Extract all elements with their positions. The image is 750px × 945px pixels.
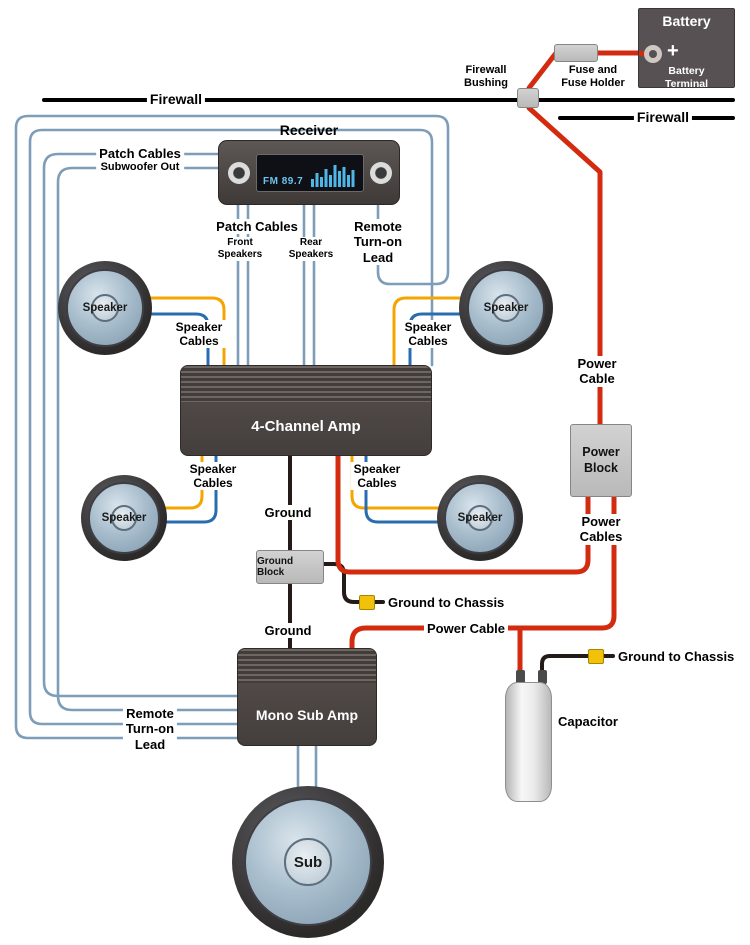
speaker-cable-blue-rear-right xyxy=(364,452,440,524)
remote-turn-on-label-bottom: Remote Turn-on Lead xyxy=(122,706,178,752)
speaker-cable-blue-rear-left xyxy=(164,452,218,524)
capacitor-cylinder xyxy=(505,682,552,802)
remote-turn-on-lead-amp xyxy=(28,128,434,726)
speaker-cables-label-rear-left: Speaker Cables xyxy=(186,462,240,491)
power-cable-block-to-amp4 xyxy=(335,449,591,575)
battery-terminal-icon xyxy=(644,45,662,63)
speaker-rear-right: Speaker xyxy=(437,475,523,561)
four-channel-amp: 4-Channel Amp xyxy=(180,365,432,456)
subwoofer-label: Sub xyxy=(293,853,323,871)
ground-to-chassis-label-right: Ground to Chassis xyxy=(618,649,735,664)
fuse-holder xyxy=(554,44,598,62)
battery-terminal-label: Battery Terminal xyxy=(665,65,708,90)
speaker-label: Speaker xyxy=(82,302,128,314)
speaker-cable-yellow-rear-right xyxy=(350,452,440,510)
battery-plus-symbol: + xyxy=(667,40,679,62)
speaker-cone xyxy=(87,481,161,555)
amp-heatsink-fins xyxy=(238,649,376,683)
radio-frequency: FM 89.7 xyxy=(263,176,304,187)
receiver-title: Receiver xyxy=(279,122,339,138)
front-speakers-label: Front Speakers xyxy=(214,237,266,261)
speaker-cables-label-rear-right: Speaker Cables xyxy=(350,462,404,491)
speaker-cone xyxy=(65,268,145,348)
capacitor-terminal-positive xyxy=(516,670,525,684)
receiver-display: FM 89.7 xyxy=(256,154,364,192)
power-block: Power Block xyxy=(570,424,632,497)
capacitor-label: Capacitor xyxy=(558,714,618,729)
ground-block: Ground Block xyxy=(256,550,324,584)
battery-title: Battery xyxy=(662,13,711,29)
patch-cables-amp-label: Patch Cables xyxy=(213,219,301,235)
spectrum-bars-icon xyxy=(311,165,355,187)
capacitor-terminal-negative xyxy=(538,670,547,684)
speaker-dust-cap xyxy=(284,838,332,886)
speaker-front-left: Speaker xyxy=(58,261,152,355)
speaker-cone xyxy=(244,798,372,926)
four-channel-amp-title: 4-Channel Amp xyxy=(251,418,361,435)
patch-cable-subwoofer-2 xyxy=(56,166,239,712)
firewall-bushing-label: Firewall Bushing xyxy=(464,64,508,89)
speaker-cable-yellow-front-right xyxy=(392,296,462,367)
speaker-dust-cap xyxy=(491,293,521,323)
power-cable-label-mid: Power Cable xyxy=(423,621,509,637)
rear-speakers-label: Rear Speakers xyxy=(285,237,337,261)
receiver-unit: FM 89.7 xyxy=(218,140,400,205)
amp-heatsink-fins xyxy=(181,366,431,402)
speaker-label: Speaker xyxy=(483,302,529,314)
power-cables-label: Power Cables xyxy=(576,514,626,545)
mono-sub-amp: Mono Sub Amp xyxy=(237,648,377,746)
speaker-label: Speaker xyxy=(457,512,503,524)
ground-to-chassis-label-mid: Ground to Chassis xyxy=(388,595,505,610)
speaker-cable-yellow-rear-left xyxy=(164,452,204,510)
speaker-cable-yellow-front-left xyxy=(148,296,226,367)
patch-cables-subwoofer-label: Patch Cables Subwoofer Out xyxy=(96,146,184,175)
ground-label-lower: Ground xyxy=(261,623,315,639)
subwoofer: Sub xyxy=(232,786,384,938)
firewall-label-right: Firewall xyxy=(633,109,693,126)
speaker-dust-cap xyxy=(90,293,120,323)
power-cable-label-top: Power Cable xyxy=(574,356,620,387)
speaker-front-right: Speaker xyxy=(459,261,553,355)
remote-turn-on-label-mid: Remote Turn-on Lead xyxy=(350,219,406,265)
chassis-connector-icon xyxy=(588,649,604,664)
speaker-label: Speaker xyxy=(101,512,147,524)
ground-label-upper: Ground xyxy=(261,505,315,521)
remote-turn-on-lead-loop xyxy=(14,114,450,740)
volume-knob-icon xyxy=(228,162,250,184)
mono-sub-amp-title: Mono Sub Amp xyxy=(255,707,359,723)
ground-to-chassis-wire-cap xyxy=(540,654,590,680)
firewall-bushing xyxy=(517,88,539,108)
firewall-label-left: Firewall xyxy=(146,91,206,108)
speaker-dust-cap xyxy=(467,505,493,531)
tuner-knob-icon xyxy=(370,162,392,184)
speaker-dust-cap xyxy=(111,505,137,531)
speaker-rear-left: Speaker xyxy=(81,475,167,561)
patch-cable-subwoofer-1 xyxy=(42,152,239,698)
fuse-label: Fuse and Fuse Holder xyxy=(561,64,625,89)
speaker-cables-label-front-right: Speaker Cables xyxy=(401,320,455,349)
chassis-connector-icon xyxy=(359,595,375,610)
speaker-cables-label-front-left: Speaker Cables xyxy=(172,320,226,349)
speaker-cone xyxy=(466,268,546,348)
battery-box: Battery + Battery Terminal xyxy=(638,8,735,90)
speaker-cone xyxy=(443,481,517,555)
